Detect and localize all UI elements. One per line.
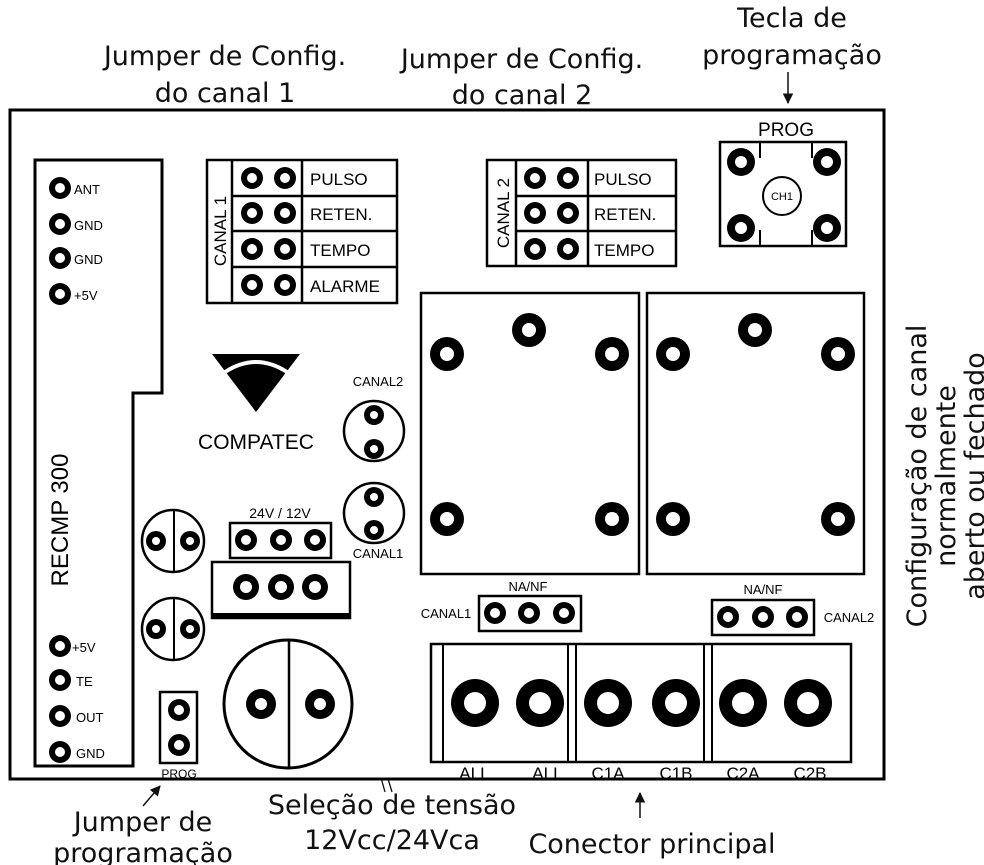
svg-text:normalmente: normalmente [931, 385, 962, 567]
svg-text:PROG: PROG [161, 767, 196, 781]
led-canal2 [342, 399, 406, 463]
svg-text:PULSO: PULSO [310, 170, 368, 189]
annotation-prog-jumper: Jumper de programação [53, 807, 233, 865]
capacitor-large [222, 638, 354, 770]
left-top-pins: ANT GND GND +5V [49, 177, 103, 305]
svg-text:ANT: ANT [74, 182, 100, 197]
svg-text:GND: GND [74, 252, 103, 267]
svg-text:ALI: ALI [459, 764, 485, 783]
left-bottom-pins: +5V TE OUT GND [49, 635, 105, 763]
svg-text:do canal 2: do canal 2 [452, 80, 593, 111]
relay-canal2 [645, 291, 866, 576]
svg-text:Jumper de Config.: Jumper de Config. [399, 44, 643, 75]
nanf-canal1-jumper: NA/NF CANAL1 [421, 579, 583, 633]
svg-text:NA/NF: NA/NF [744, 582, 783, 597]
svg-text:RETEN.: RETEN. [310, 205, 372, 224]
svg-text:RETEN.: RETEN. [594, 205, 656, 224]
svg-text:C2B: C2B [793, 764, 826, 783]
svg-text:NA/NF: NA/NF [509, 579, 548, 594]
svg-text:CANAL2: CANAL2 [824, 610, 875, 625]
svg-text:C1B: C1B [659, 764, 692, 783]
svg-text:C1A: C1A [591, 764, 625, 783]
svg-text:12Vcc/24Vca: 12Vcc/24Vca [304, 825, 480, 856]
relay-canal1 [419, 291, 641, 576]
capacitor-small-1 [140, 508, 206, 574]
board-outline [8, 108, 886, 781]
svg-text:PROG: PROG [758, 120, 814, 141]
svg-text:TE: TE [76, 674, 93, 689]
svg-text:C2A: C2A [726, 764, 760, 783]
svg-text:CANAL1: CANAL1 [421, 606, 472, 621]
svg-text:PULSO: PULSO [594, 170, 652, 189]
led-canal1 [342, 481, 406, 545]
prog-jumper: PROG [158, 690, 199, 781]
svg-text:CANAL 1: CANAL 1 [211, 196, 230, 266]
svg-text:aberto ou fechado: aberto ou fechado [960, 352, 984, 600]
voltage-regulator [210, 560, 352, 620]
svg-text:do canal 1: do canal 1 [155, 78, 296, 109]
annotation-prog-key: Tecla de programação [702, 3, 882, 71]
annotation-voltage-select: Seleção de tensão 12Vcc/24Vca [268, 790, 516, 856]
svg-text:+5V: +5V [72, 640, 96, 655]
svg-text:+5V: +5V [74, 288, 98, 303]
svg-text:24V / 12V: 24V / 12V [249, 505, 311, 521]
svg-text:OUT: OUT [76, 710, 104, 725]
svg-text:GND: GND [74, 218, 103, 233]
canal2-jumper-block: CANAL 2 PULSO RETEN. TEMPO [485, 158, 678, 268]
svg-text:COMPATEC: COMPATEC [198, 431, 314, 454]
capacitor-small-2 [140, 596, 206, 662]
annotation-jumper-ch1: Jumper de Config. do canal 1 [102, 41, 346, 109]
model-label: RECMP 300 [47, 454, 74, 587]
svg-text:CANAL 2: CANAL 2 [494, 178, 513, 248]
canal1-jumper-block: CANAL 1 PULSO RETEN. TEMPO ALARME [205, 158, 399, 305]
svg-text:Jumper de Config.: Jumper de Config. [102, 41, 346, 72]
voltage-jumper: 24V / 12V [228, 505, 333, 560]
svg-text:TEMPO: TEMPO [310, 241, 370, 260]
svg-text:Jumper de: Jumper de [72, 807, 213, 838]
svg-text:CH1: CH1 [771, 191, 793, 203]
svg-text:ALI: ALI [532, 764, 558, 783]
svg-text:TEMPO: TEMPO [594, 241, 654, 260]
led-canal1-label: CANAL1 [353, 546, 404, 561]
terminal-labels: ALI ALI C1A C1B C2A C2B [459, 764, 826, 783]
annotation-main-connector: Conector principal [528, 829, 775, 860]
svg-text:programação: programação [53, 838, 233, 865]
annotation-jumper-ch2: Jumper de Config. do canal 2 [399, 44, 643, 111]
svg-text:Seleção de tensão: Seleção de tensão [268, 790, 516, 821]
svg-text:Configuração de canal: Configuração de canal [902, 325, 933, 628]
svg-text:ALARME: ALARME [310, 277, 380, 296]
annotation-nanf-config: Configuração de canal normalmente aberto… [902, 325, 984, 628]
compatec-logo: COMPATEC [198, 354, 314, 454]
nanf-canal2-jumper: NA/NF CANAL2 [710, 582, 875, 637]
svg-text:programação: programação [702, 40, 882, 71]
prog-button[interactable]: PROG CH1 [718, 120, 848, 248]
main-terminal-connector [429, 642, 853, 764]
left-connector-strip [33, 158, 164, 768]
led-canal2-label: CANAL2 [353, 374, 404, 389]
svg-text:Tecla de: Tecla de [736, 3, 847, 34]
svg-text:Conector principal: Conector principal [528, 829, 775, 860]
svg-text:GND: GND [76, 746, 105, 761]
